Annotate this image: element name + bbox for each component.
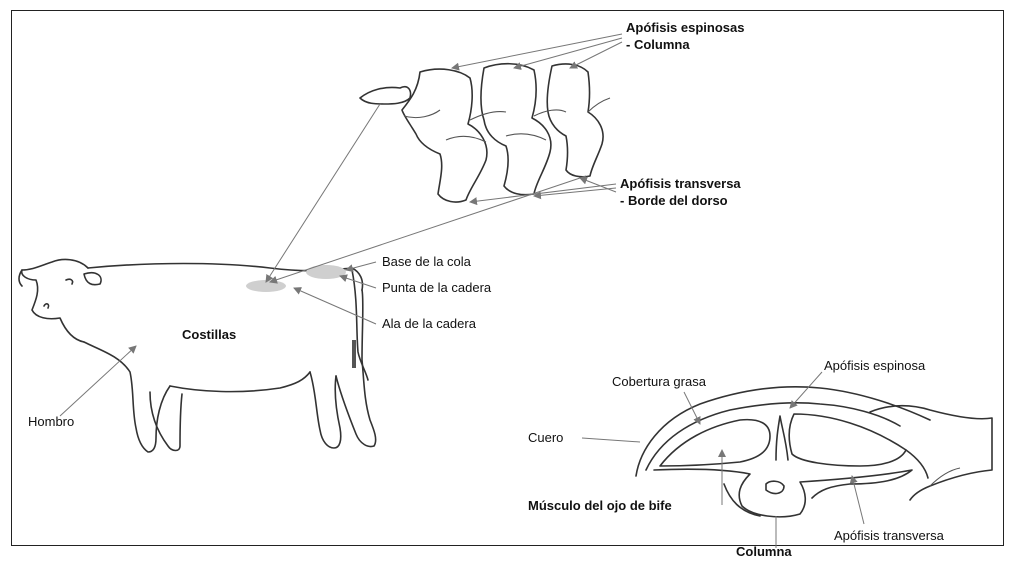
label-punta-cadera: Punta de la cadera [382, 280, 491, 296]
label-musculo-ojo-bife: Músculo del ojo de bife [528, 498, 672, 514]
label-apofisis-espinosa: Apófisis espinosa [824, 358, 925, 374]
label-base-cola: Base de la cola [382, 254, 471, 270]
cross-section-illustration [636, 387, 992, 517]
label-columna-bottom: Columna [736, 544, 792, 560]
label-borde-dorso: - Borde del dorso [620, 193, 728, 209]
label-apofisis-transversa-bottom: Apófisis transversa [834, 528, 944, 544]
label-cuero: Cuero [528, 430, 563, 446]
label-costillas: Costillas [182, 327, 236, 343]
label-ala-cadera: Ala de la cadera [382, 316, 476, 332]
label-cobertura-grasa: Cobertura grasa [612, 374, 706, 390]
vertebrae-illustration [360, 64, 610, 202]
label-columna-top: - Columna [626, 37, 690, 53]
label-apofisis-espinosas: Apófisis espinosas [626, 20, 744, 36]
label-apofisis-transversa: Apófisis transversa [620, 176, 741, 192]
label-hombro: Hombro [28, 414, 74, 430]
